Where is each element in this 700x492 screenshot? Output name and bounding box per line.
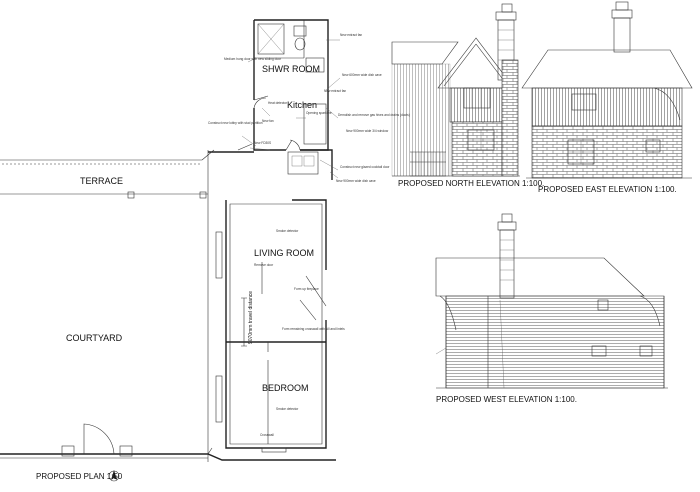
wc bbox=[293, 25, 307, 37]
room-label-shower: SHWR ROOM bbox=[262, 64, 320, 74]
north-elevation-title: PROPOSED NORTH ELEVATION 1:100. bbox=[398, 179, 544, 188]
plan-note: Form up fireplace bbox=[294, 287, 319, 291]
plan-title: PROPOSED PLAN 1:50 bbox=[36, 472, 123, 481]
plan-note: New extract fan bbox=[324, 89, 346, 93]
plan-note: New 900mm wide 3/4 window bbox=[346, 129, 389, 133]
basin bbox=[305, 57, 325, 73]
travel-distance-dimension: 9070mm travel distance bbox=[248, 291, 254, 344]
plan-note: Crosswall bbox=[260, 433, 274, 437]
west-elevation-title: PROPOSED WEST ELEVATION 1:100. bbox=[436, 395, 577, 404]
east-elevation: PROPOSED EAST ELEVATION 1:100. bbox=[521, 1, 693, 194]
room-label-terrace: TERRACE bbox=[80, 176, 123, 186]
kitchen-worktop bbox=[303, 103, 327, 145]
plan-note: New 900mm wide dish cave bbox=[336, 179, 376, 183]
room-label-kitchen: Kitchen bbox=[287, 100, 317, 110]
plan-note: New 600mm wide dish cave bbox=[342, 73, 382, 77]
plan-note: Construct new lobby with stud partition bbox=[208, 121, 263, 125]
living-window bbox=[215, 231, 223, 279]
shower-tray bbox=[257, 23, 285, 55]
plan-note: Form remaining crosswall with sill and l… bbox=[282, 327, 345, 331]
floor-plan: SHWR ROOM Kitchen TERRACE LIVING ROOM CO… bbox=[0, 19, 410, 482]
plan-note: Opening sparkline bbox=[306, 111, 332, 115]
bedroom-south-window bbox=[261, 447, 287, 453]
plan-note: New extract fan bbox=[340, 33, 362, 37]
plan-note: Construct new glazed cocktail door bbox=[340, 165, 390, 169]
plan-note: Remove door bbox=[254, 263, 274, 267]
room-label-living: LIVING ROOM bbox=[254, 248, 314, 258]
plan-note: New fan bbox=[262, 119, 274, 123]
plan-note: Demolish and remove gas hives and drains… bbox=[338, 113, 410, 117]
north-elevation: PROPOSED NORTH ELEVATION 1:100. bbox=[391, 3, 544, 188]
plan-note: Medium hung door with new sliding door bbox=[224, 57, 282, 61]
east-elevation-title: PROPOSED EAST ELEVATION 1:100. bbox=[538, 185, 677, 194]
plan-note: Heat detector bbox=[268, 101, 288, 105]
west-elevation: PROPOSED WEST ELEVATION 1:100. bbox=[435, 213, 668, 404]
plan-note: New FD30S bbox=[254, 141, 271, 145]
room-label-bedroom: BEDROOM bbox=[262, 383, 309, 393]
room-label-courtyard: COURTYARD bbox=[66, 333, 123, 343]
bedroom-window bbox=[215, 375, 223, 423]
north-arrow-icon bbox=[108, 470, 120, 482]
plan-note: Smoke detector bbox=[276, 229, 299, 233]
lobby-unit bbox=[287, 151, 319, 175]
plan-note: Smoke detector bbox=[276, 407, 299, 411]
